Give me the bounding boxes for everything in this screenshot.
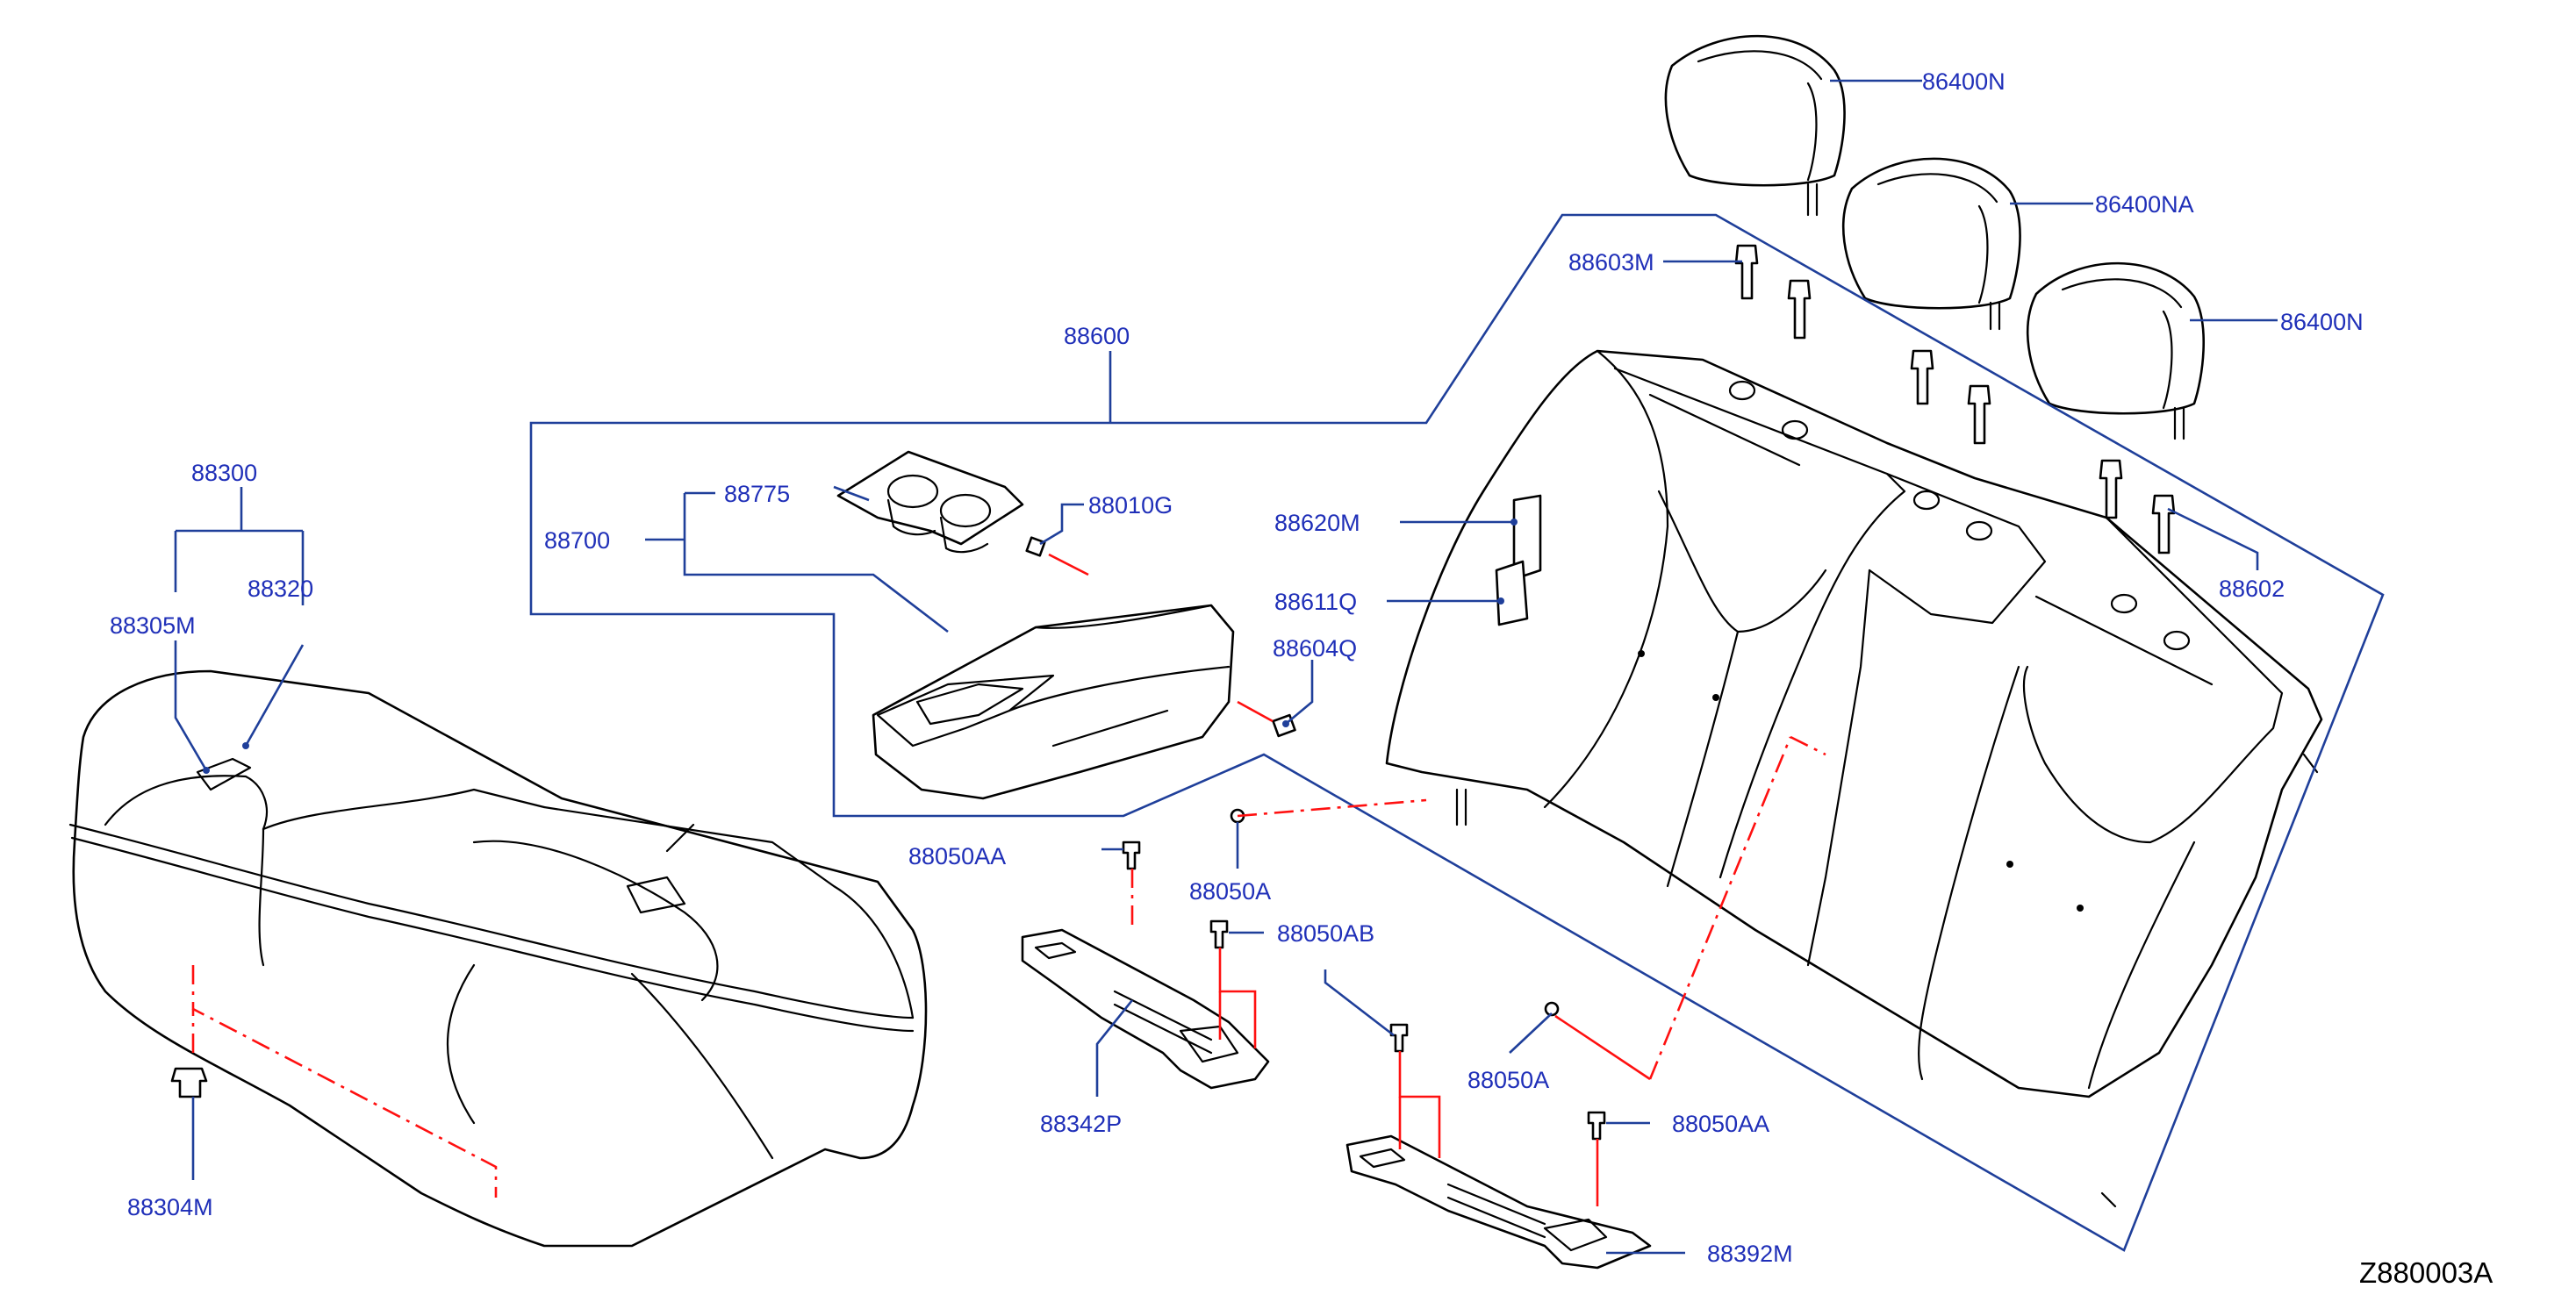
- label-88600: 88600: [1064, 323, 1130, 349]
- figure-code: Z880003A: [2359, 1256, 2493, 1289]
- label-88342P: 88342P: [1040, 1111, 1122, 1137]
- label-86400NA: 86400NA: [2095, 191, 2194, 218]
- label-88050A-mid: 88050A: [1189, 878, 1271, 905]
- bracket-88611Q-icon: [1495, 560, 1529, 626]
- label-88305M: 88305M: [110, 612, 196, 639]
- headrest-icon: [1842, 157, 2021, 331]
- hinge-bracket-88392M-icon: [1345, 1134, 1652, 1270]
- part-labels: 86400N 86400NA 86400N 88603M 88600 88602…: [110, 68, 2493, 1289]
- cup-holder-icon: [836, 450, 1024, 554]
- label-88300: 88300: [191, 460, 257, 486]
- label-88050A-right: 88050A: [1467, 1067, 1549, 1093]
- label-88620M: 88620M: [1274, 510, 1360, 536]
- label-88603M: 88603M: [1568, 249, 1654, 275]
- label-88050AA-right: 88050AA: [1672, 1111, 1769, 1137]
- label-88320: 88320: [248, 576, 313, 602]
- label-88700: 88700: [544, 527, 610, 554]
- hinge-bracket-88342P-icon: [1021, 928, 1270, 1090]
- seat-cushion-icon: [68, 669, 928, 1248]
- headrest-icon: [2027, 261, 2205, 440]
- label-86400N-top: 86400N: [1922, 68, 2006, 95]
- label-88304M: 88304M: [127, 1194, 213, 1220]
- label-88611Q: 88611Q: [1274, 589, 1357, 615]
- label-88050AA-left: 88050AA: [908, 843, 1006, 869]
- label-88010G: 88010G: [1088, 492, 1173, 519]
- label-88050AB: 88050AB: [1277, 920, 1374, 947]
- label-88602: 88602: [2219, 576, 2285, 602]
- clip-88010G-icon: [1025, 536, 1046, 557]
- clip-88304M-icon: [170, 1067, 208, 1098]
- label-88775: 88775: [724, 481, 790, 507]
- label-86400N-right: 86400N: [2280, 309, 2364, 335]
- armrest-icon: [872, 604, 1235, 800]
- assembly-lines: [191, 553, 1826, 1206]
- headrest-icon: [1664, 34, 1846, 217]
- label-88604Q: 88604Q: [1273, 635, 1357, 662]
- bracket-88620M-icon: [1512, 494, 1542, 581]
- label-88392M: 88392M: [1707, 1241, 1793, 1267]
- leader-lines: [174, 79, 2385, 1255]
